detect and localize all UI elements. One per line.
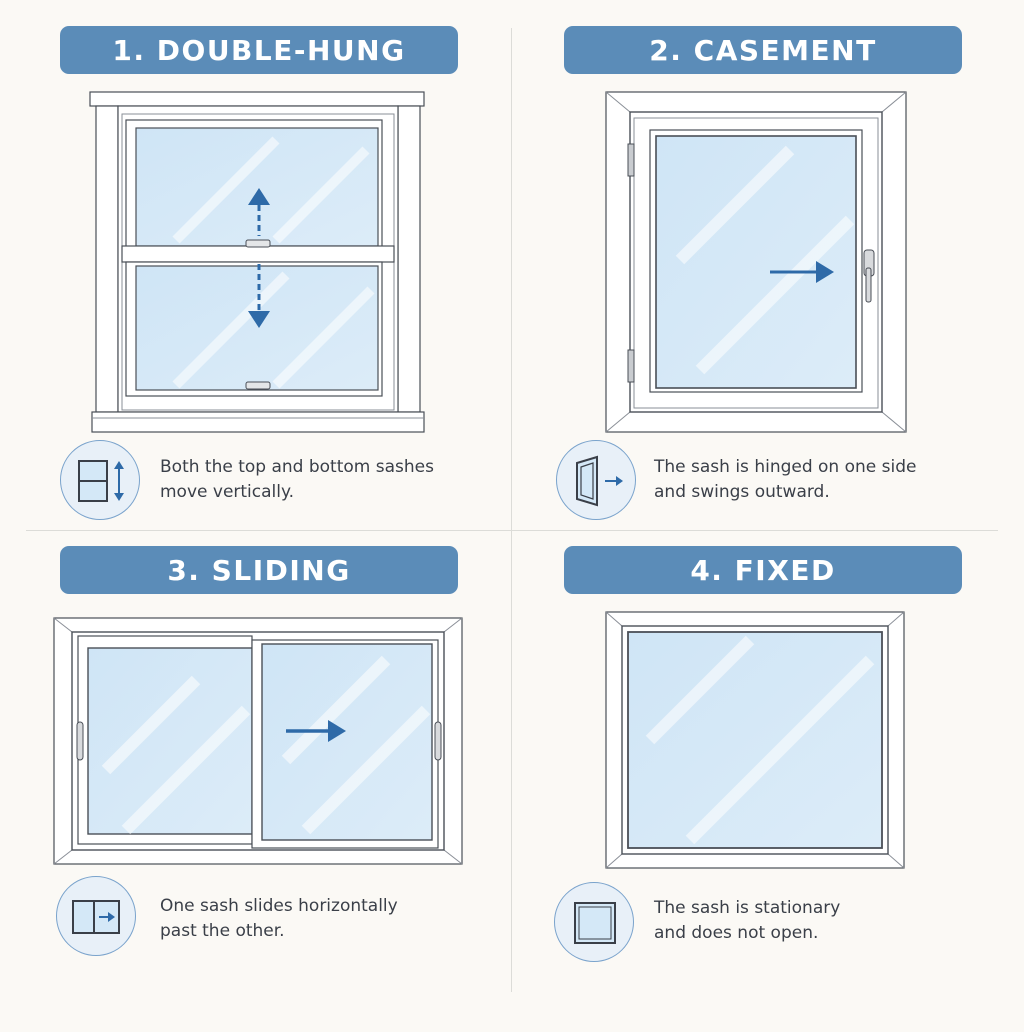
sliding-window-illustration (53, 617, 463, 865)
description-line-1: Both the top and bottom sashes (160, 457, 434, 477)
description-line-2: past the other. (160, 921, 285, 941)
description-line-1: The sash is hinged on one side (654, 457, 917, 477)
swing-outward-arrow (770, 261, 834, 283)
panel-title: 4. FIXED (564, 546, 962, 594)
casement-window-icon (556, 440, 636, 520)
panel-fixed: 4. FIXED The sash is stationary (530, 520, 1024, 1032)
fixed-window-icon (554, 882, 634, 962)
double-hung-window-icon (60, 440, 140, 520)
panel-title: 1. DOUBLE-HUNG (60, 26, 458, 74)
sliding-window-icon (56, 876, 136, 956)
panel-sliding: 3. SLIDING (26, 520, 538, 1032)
double-hung-window-illustration (89, 91, 425, 433)
slide-horizontal-arrow (286, 720, 346, 742)
vertical-movement-arrow (248, 188, 270, 328)
description-line-2: move vertically. (160, 482, 295, 502)
description-line-1: The sash is stationary (654, 898, 841, 918)
panel-description: The sash is stationary and does not open… (654, 896, 954, 946)
description-line-2: and swings outward. (654, 482, 830, 502)
panel-double-hung: 1. DOUBLE-HUNG (26, 0, 538, 520)
panel-description: One sash slides horizontally past the ot… (160, 894, 460, 944)
description-line-1: One sash slides horizontally (160, 896, 398, 916)
fixed-window-illustration (605, 611, 905, 869)
panel-title: 2. CASEMENT (564, 26, 962, 74)
panel-casement: 2. CASEMENT (530, 0, 1024, 520)
horizontal-divider (26, 530, 998, 531)
casement-window-illustration (605, 91, 907, 433)
description-line-2: and does not open. (654, 923, 819, 943)
panel-description: The sash is hinged on one side and swing… (654, 455, 954, 505)
panel-description: Both the top and bottom sashes move vert… (160, 455, 460, 505)
vertical-divider (511, 28, 512, 992)
panel-title: 3. SLIDING (60, 546, 458, 594)
